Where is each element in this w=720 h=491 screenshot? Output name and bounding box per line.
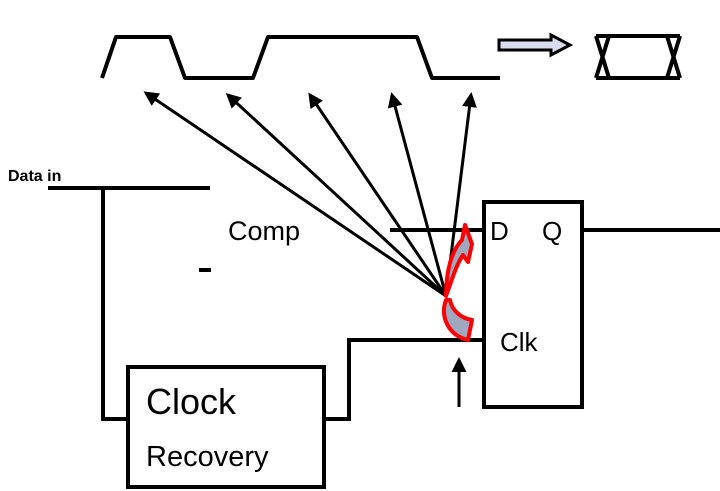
data-waveform bbox=[100, 35, 500, 80]
data-in-label: Data in bbox=[8, 168, 61, 185]
right-arrow-icon bbox=[497, 32, 574, 58]
sample-arrow-1 bbox=[143, 91, 447, 298]
flip-flop-box bbox=[482, 200, 584, 409]
clock-recovery-box bbox=[126, 365, 326, 489]
clock-recovery-label-1: Clock bbox=[146, 381, 237, 422]
flip-flop-clk-label: Clk bbox=[500, 327, 539, 357]
sample-arrow-2 bbox=[225, 92, 448, 298]
eye-diagram-icon bbox=[594, 34, 682, 80]
clock-recovery-label-2: Recovery bbox=[146, 441, 269, 473]
flip-flop-d-label: D bbox=[490, 216, 509, 246]
clock-wire bbox=[324, 338, 484, 421]
timing-margin-highlight bbox=[441, 223, 474, 342]
comparator-label: Comp bbox=[228, 216, 300, 246]
sample-arrow-4 bbox=[387, 92, 448, 297]
data-to-clock-recovery-wire bbox=[101, 188, 128, 421]
sample-arrow-3 bbox=[308, 92, 448, 297]
flip-flop-q-label: Q bbox=[542, 216, 562, 246]
